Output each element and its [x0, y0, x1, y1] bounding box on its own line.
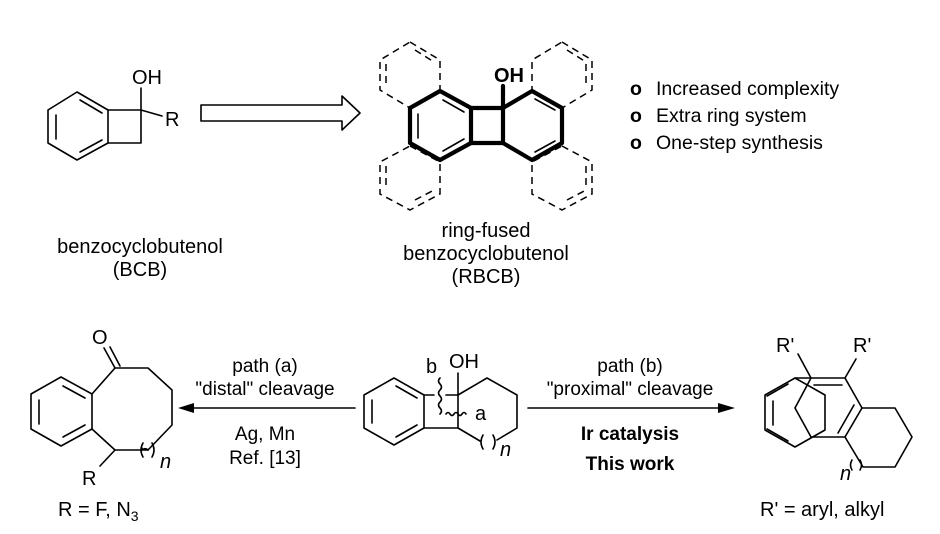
advantage-item: o Increased complexity — [630, 76, 839, 103]
left-product-bond — [91, 428, 149, 451]
rbcb-caption-line1: ring-fused — [441, 220, 531, 242]
bcb-benzene-ring — [47, 91, 109, 161]
rbcb-double-bond — [534, 140, 556, 153]
path-a-cleavage-label: "distal" cleavage — [195, 379, 334, 400]
left-product-o-label: O — [92, 327, 108, 349]
advantage-text: One-step synthesis — [656, 132, 823, 154]
advantage-text: Increased complexity — [656, 78, 840, 100]
path-b-label: path (b) — [597, 356, 662, 377]
right-product-n-label: n — [840, 463, 851, 485]
advantage-text: Extra ring system — [656, 105, 807, 127]
bcb-cyclobutene-ring — [107, 109, 142, 144]
path-a-reagents: Ag, Mn — [235, 424, 295, 445]
bcb-caption-name: benzocyclobutenol — [57, 236, 223, 258]
center-oh-label: OH — [449, 351, 479, 373]
path-a-reference: Ref. [13] — [229, 448, 301, 469]
left-product-carbonyl-bond — [109, 346, 121, 367]
center-wavy-cleavage-a-icon — [445, 411, 467, 417]
left-product-double-bond — [62, 385, 86, 399]
rbcb-benzene-ring — [407, 88, 474, 163]
right-product-cyclohexane-ring — [844, 407, 913, 468]
advantage-item: o One-step synthesis — [630, 130, 839, 157]
center-n-label: n — [500, 439, 511, 461]
rbcb-dashed-inner-bond — [414, 49, 435, 63]
right-product-r2-label: R' — [853, 335, 871, 357]
left-product-benzene-ring — [30, 376, 93, 447]
left-product-caption-subscript: 3 — [131, 508, 139, 524]
path-a-label: path (a) — [232, 356, 297, 377]
rbcb-caption: ring-fused benzocyclobutenol (RBCB) — [376, 220, 596, 289]
left-product-paren-close — [151, 442, 155, 458]
left-product-r-bond — [99, 449, 116, 467]
bcb-structure: OH R — [47, 67, 179, 161]
center-bond — [457, 427, 481, 442]
center-double-bond — [395, 385, 418, 399]
rbcb-double-bond — [534, 98, 556, 111]
rbcb-dashed-inner-bond — [566, 189, 587, 201]
left-product-double-bond — [62, 424, 86, 438]
left-product-r-label: R — [82, 468, 96, 490]
right-product-structure: R' R' n R' = aryl, alkyl — [760, 335, 913, 521]
rbcb-oh-label: OH — [494, 65, 524, 87]
bcb-r-label: R — [165, 109, 179, 131]
right-product-caption: R' = aryl, alkyl — [760, 499, 884, 521]
center-paren-close — [492, 434, 496, 450]
right-product-r2-bond — [844, 358, 857, 379]
rbcb-cyclohexene-ring — [500, 88, 565, 163]
rbcb-double-bond — [442, 138, 465, 152]
right-product-paren-open — [849, 459, 853, 471]
center-benzene-ring — [363, 377, 425, 446]
left-product-caption: R = F, N3 — [58, 499, 139, 524]
bcb-caption-abbrev: (BCB) — [112, 259, 168, 281]
center-substrate-structure: OH b a n — [363, 351, 518, 461]
rbcb-dashed-inner-bond — [566, 49, 587, 63]
rbcb-dashed-ring-bottom-right — [531, 145, 593, 211]
center-b-label: b — [426, 356, 437, 378]
bcb-r-bond — [140, 109, 163, 117]
right-product-double-bond — [837, 404, 855, 434]
right-product-r1-label: R' — [776, 335, 794, 357]
rbcb-cyclobutane-ring — [468, 105, 506, 146]
rbcb-structure: OH — [379, 41, 593, 211]
bullet-icon: o — [630, 78, 642, 100]
center-wavy-cleavage-b-icon — [437, 377, 443, 415]
right-product-r1-bond — [797, 353, 812, 379]
center-cyclohexane-ring — [457, 377, 518, 441]
path-b-cleavage-label: "proximal" cleavage — [547, 379, 714, 400]
left-product-n-label: n — [160, 451, 171, 473]
rbcb-dashed-ring-bottom-left — [379, 145, 441, 211]
right-product-double-bond — [766, 383, 789, 397]
center-a-label: a — [475, 403, 487, 425]
path-b-catalyst: Ir catalysis — [581, 424, 679, 445]
bullet-icon: o — [630, 105, 642, 127]
right-product-benzene-ring — [764, 377, 826, 448]
advantage-item: o Extra ring system — [630, 103, 839, 130]
path-b-arrowhead-icon — [718, 403, 735, 413]
rbcb-caption-abbrev: (RBCB) — [451, 266, 521, 288]
rbcb-dashed-inner-bond — [414, 189, 435, 201]
center-double-bond — [395, 424, 418, 438]
bcb-oh-label: OH — [132, 67, 162, 89]
left-product-carbonyl-bond — [103, 347, 116, 369]
bcb-double-bond — [79, 99, 103, 114]
center-paren-open — [480, 434, 484, 450]
right-product-double-bond — [766, 428, 789, 442]
path-a-arrowhead-icon — [178, 403, 194, 413]
right-product-paren-close — [859, 459, 863, 471]
rbcb-caption-line2: benzocyclobutenol — [403, 243, 569, 265]
left-product-caption-text: R = F, N — [58, 499, 131, 521]
path-b-this-work: This work — [586, 454, 675, 475]
bcb-double-bond — [79, 139, 103, 153]
left-product-ring — [91, 367, 173, 451]
left-product-structure: O R n R = F, N3 — [30, 327, 173, 524]
advantages-list: o Increased complexity o Extra ring syst… — [630, 76, 839, 157]
hollow-arrow-icon — [200, 95, 361, 131]
bcb-caption: benzocyclobutenol (BCB) — [20, 236, 260, 282]
rbcb-double-bond — [442, 99, 465, 113]
left-product-paren-open — [140, 442, 144, 458]
bullet-icon: o — [630, 132, 642, 154]
left-product-bond — [141, 447, 149, 451]
